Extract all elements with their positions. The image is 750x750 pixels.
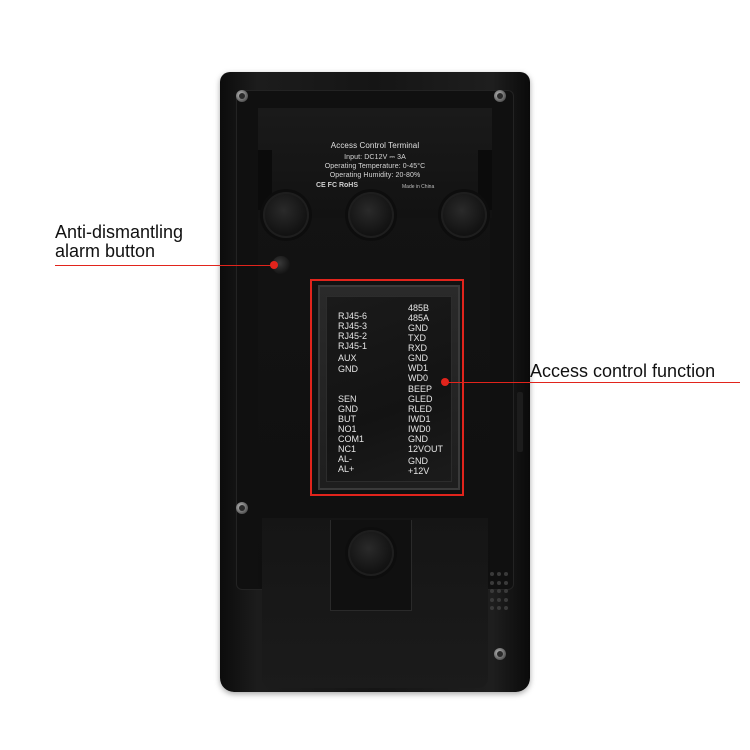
right-pin-4: RXD bbox=[408, 343, 428, 353]
right-pin-13: GND bbox=[408, 434, 428, 444]
left-pin-6: SEN bbox=[338, 394, 357, 404]
left-pin-2: RJ45-2 bbox=[338, 331, 368, 341]
right-pin-10: RLED bbox=[408, 404, 433, 414]
right-pin-5: GND bbox=[408, 353, 428, 363]
right-pin-8: BEEP bbox=[408, 384, 433, 394]
certification-marks: CE FC RoHS bbox=[316, 182, 358, 189]
left-pin-7: GND bbox=[338, 404, 358, 414]
left-pin-11: NC1 bbox=[338, 444, 357, 454]
right-pin-3: TXD bbox=[408, 333, 426, 343]
side-port bbox=[517, 392, 523, 452]
right-pin-11: IWD1 bbox=[408, 414, 431, 424]
mount-pillar-right bbox=[478, 150, 492, 210]
screw-bottom-right-icon bbox=[494, 648, 506, 660]
left-pin-1: RJ45-3 bbox=[338, 321, 368, 331]
right-pin-12: IWD0 bbox=[408, 424, 431, 434]
right-pin-15: GND bbox=[408, 456, 428, 466]
speaker-grille bbox=[490, 572, 512, 612]
spec-humidity: Operating Humidity: 20-80% bbox=[329, 172, 421, 179]
mount-knob-bottom-front bbox=[348, 530, 394, 576]
left-pin-10: COM1 bbox=[338, 434, 365, 444]
left-pin-4: AUX bbox=[338, 353, 357, 363]
access-callout-label: Access control function bbox=[530, 361, 716, 381]
right-pin-9: GLED bbox=[408, 394, 433, 404]
terminal-cover bbox=[326, 296, 452, 482]
right-pin-2: GND bbox=[408, 323, 428, 333]
left-pin-0: RJ45-6 bbox=[338, 311, 368, 321]
right-pin-7: WD0 bbox=[408, 373, 428, 383]
mount-knob-left bbox=[263, 192, 309, 238]
left-pin-3: RJ45-1 bbox=[338, 341, 368, 351]
spec-temperature: Operating Temperature: 0-45°C bbox=[324, 163, 426, 170]
tamper-button bbox=[272, 256, 290, 274]
tamper-callout-dot bbox=[270, 261, 278, 269]
right-pin-6: WD1 bbox=[408, 363, 428, 373]
tamper-callout-line1: Anti-dismantling bbox=[55, 222, 184, 242]
access-control-highlight bbox=[310, 279, 464, 496]
left-pin-13: AL+ bbox=[338, 464, 355, 474]
left-pin-5: GND bbox=[338, 364, 358, 374]
spec-title: Access Control Terminal bbox=[330, 141, 420, 150]
access-callout-line bbox=[445, 382, 740, 383]
tamper-callout-line2: alarm button bbox=[55, 241, 156, 261]
spec-input: Input: DC12V ⎓ 3A bbox=[344, 154, 406, 161]
screw-mid-left-icon bbox=[236, 502, 248, 514]
right-pin-14: 12VOUT bbox=[408, 444, 444, 454]
screw-top-right-icon bbox=[494, 90, 506, 102]
made-in-text: Made in China bbox=[402, 184, 435, 190]
left-pin-9: NO1 bbox=[338, 424, 357, 434]
right-pin-0: 485B bbox=[408, 303, 430, 313]
right-pin-16: +12V bbox=[408, 466, 430, 476]
left-pin-12: AL- bbox=[338, 454, 353, 464]
mount-knob-right bbox=[441, 192, 487, 238]
tamper-callout-line bbox=[55, 265, 274, 266]
left-pin-8: BUT bbox=[338, 414, 356, 424]
mount-knob-center bbox=[348, 192, 394, 238]
right-pin-1: 485A bbox=[408, 313, 430, 323]
mount-pillar-left bbox=[258, 150, 272, 210]
screw-top-left-icon bbox=[236, 90, 248, 102]
